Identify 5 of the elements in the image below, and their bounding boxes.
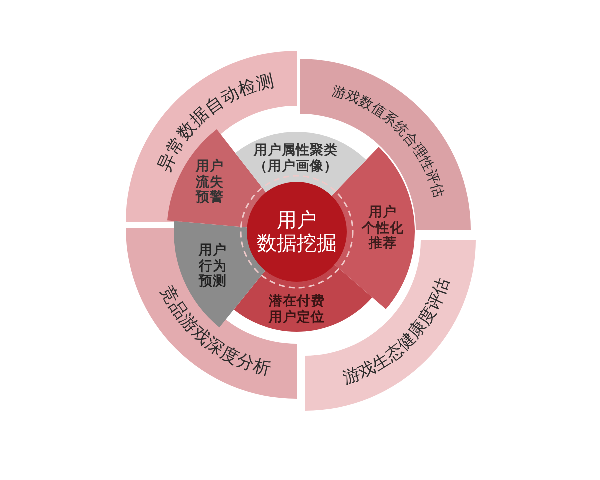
center-label: 用户数据挖掘: [257, 209, 337, 255]
segment-label: 用户流失预警: [196, 160, 224, 206]
curved-label: 游戏生态健康度评估: [340, 276, 454, 389]
segment-label: 用户行为预测: [199, 244, 227, 290]
segment-label: 用户个性化推荐: [362, 206, 404, 252]
